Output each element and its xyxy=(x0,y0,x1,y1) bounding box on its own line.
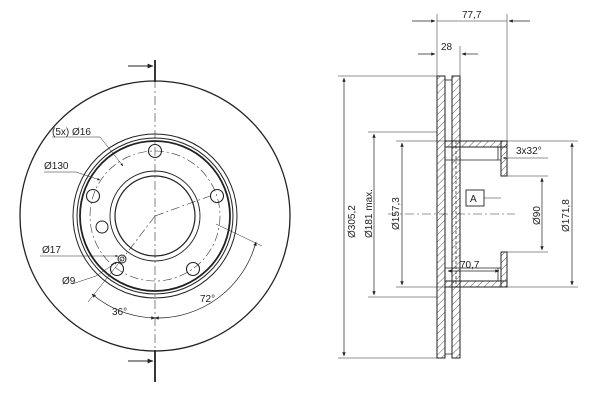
bolt-hole-label: (5x) Ø16 xyxy=(52,127,91,138)
bolt-hole xyxy=(185,261,201,277)
width-disc-label: 28 xyxy=(441,42,453,53)
disc-face-outer xyxy=(436,75,446,359)
bolt-leader xyxy=(52,136,124,167)
locating-hole xyxy=(95,220,109,234)
pcd-leader xyxy=(44,171,101,181)
hat-depth-label: 70,7 xyxy=(460,260,480,271)
bolt-hole xyxy=(147,143,163,159)
angle-72-label: 72° xyxy=(200,294,215,305)
hat-wall-bottom xyxy=(444,280,508,288)
hat-flange-top xyxy=(500,140,508,177)
pcd-circle xyxy=(89,150,221,282)
dia-centre-label: Ø90 xyxy=(532,206,543,225)
dia-friction-label: Ø181 max. xyxy=(364,189,375,238)
pin-hole xyxy=(117,254,127,264)
pin-leader xyxy=(71,261,118,285)
bolt-hole xyxy=(85,188,101,204)
dia-hat-label: Ø157,3 xyxy=(391,197,402,230)
hole-dia-label: Ø17 xyxy=(42,245,61,256)
angle-36-label: 36° xyxy=(112,307,127,318)
chamfer-label: 3x32° xyxy=(516,146,542,157)
dia-outer-label: Ø305,2 xyxy=(347,205,358,238)
dia-flange-label: Ø171,8 xyxy=(561,199,572,232)
pcd-label: Ø130 xyxy=(44,161,69,172)
front-view: (5x) Ø16 Ø130 Ø17 Ø9 36° 72° xyxy=(19,60,291,382)
radial-axis xyxy=(122,215,156,259)
bolt-hole xyxy=(209,188,225,204)
pin-hole-inner xyxy=(119,256,125,262)
datum-box xyxy=(465,189,485,207)
angle-72-arc xyxy=(154,241,257,320)
angle-72-extension xyxy=(215,223,263,247)
width-total-label: 77,7 xyxy=(462,10,482,21)
datum-label: A xyxy=(470,194,477,205)
pin-dia-label: Ø9 xyxy=(62,276,76,287)
angle-36-extension xyxy=(87,258,123,303)
side-view: A 77,7 28 Ø305,2 Ø181 max. Ø157,3 xyxy=(338,10,578,359)
radial-axis xyxy=(154,195,211,217)
hat-wall-top xyxy=(444,140,508,148)
angle-36-arc xyxy=(91,293,156,320)
hat-flange-bottom xyxy=(500,251,508,288)
